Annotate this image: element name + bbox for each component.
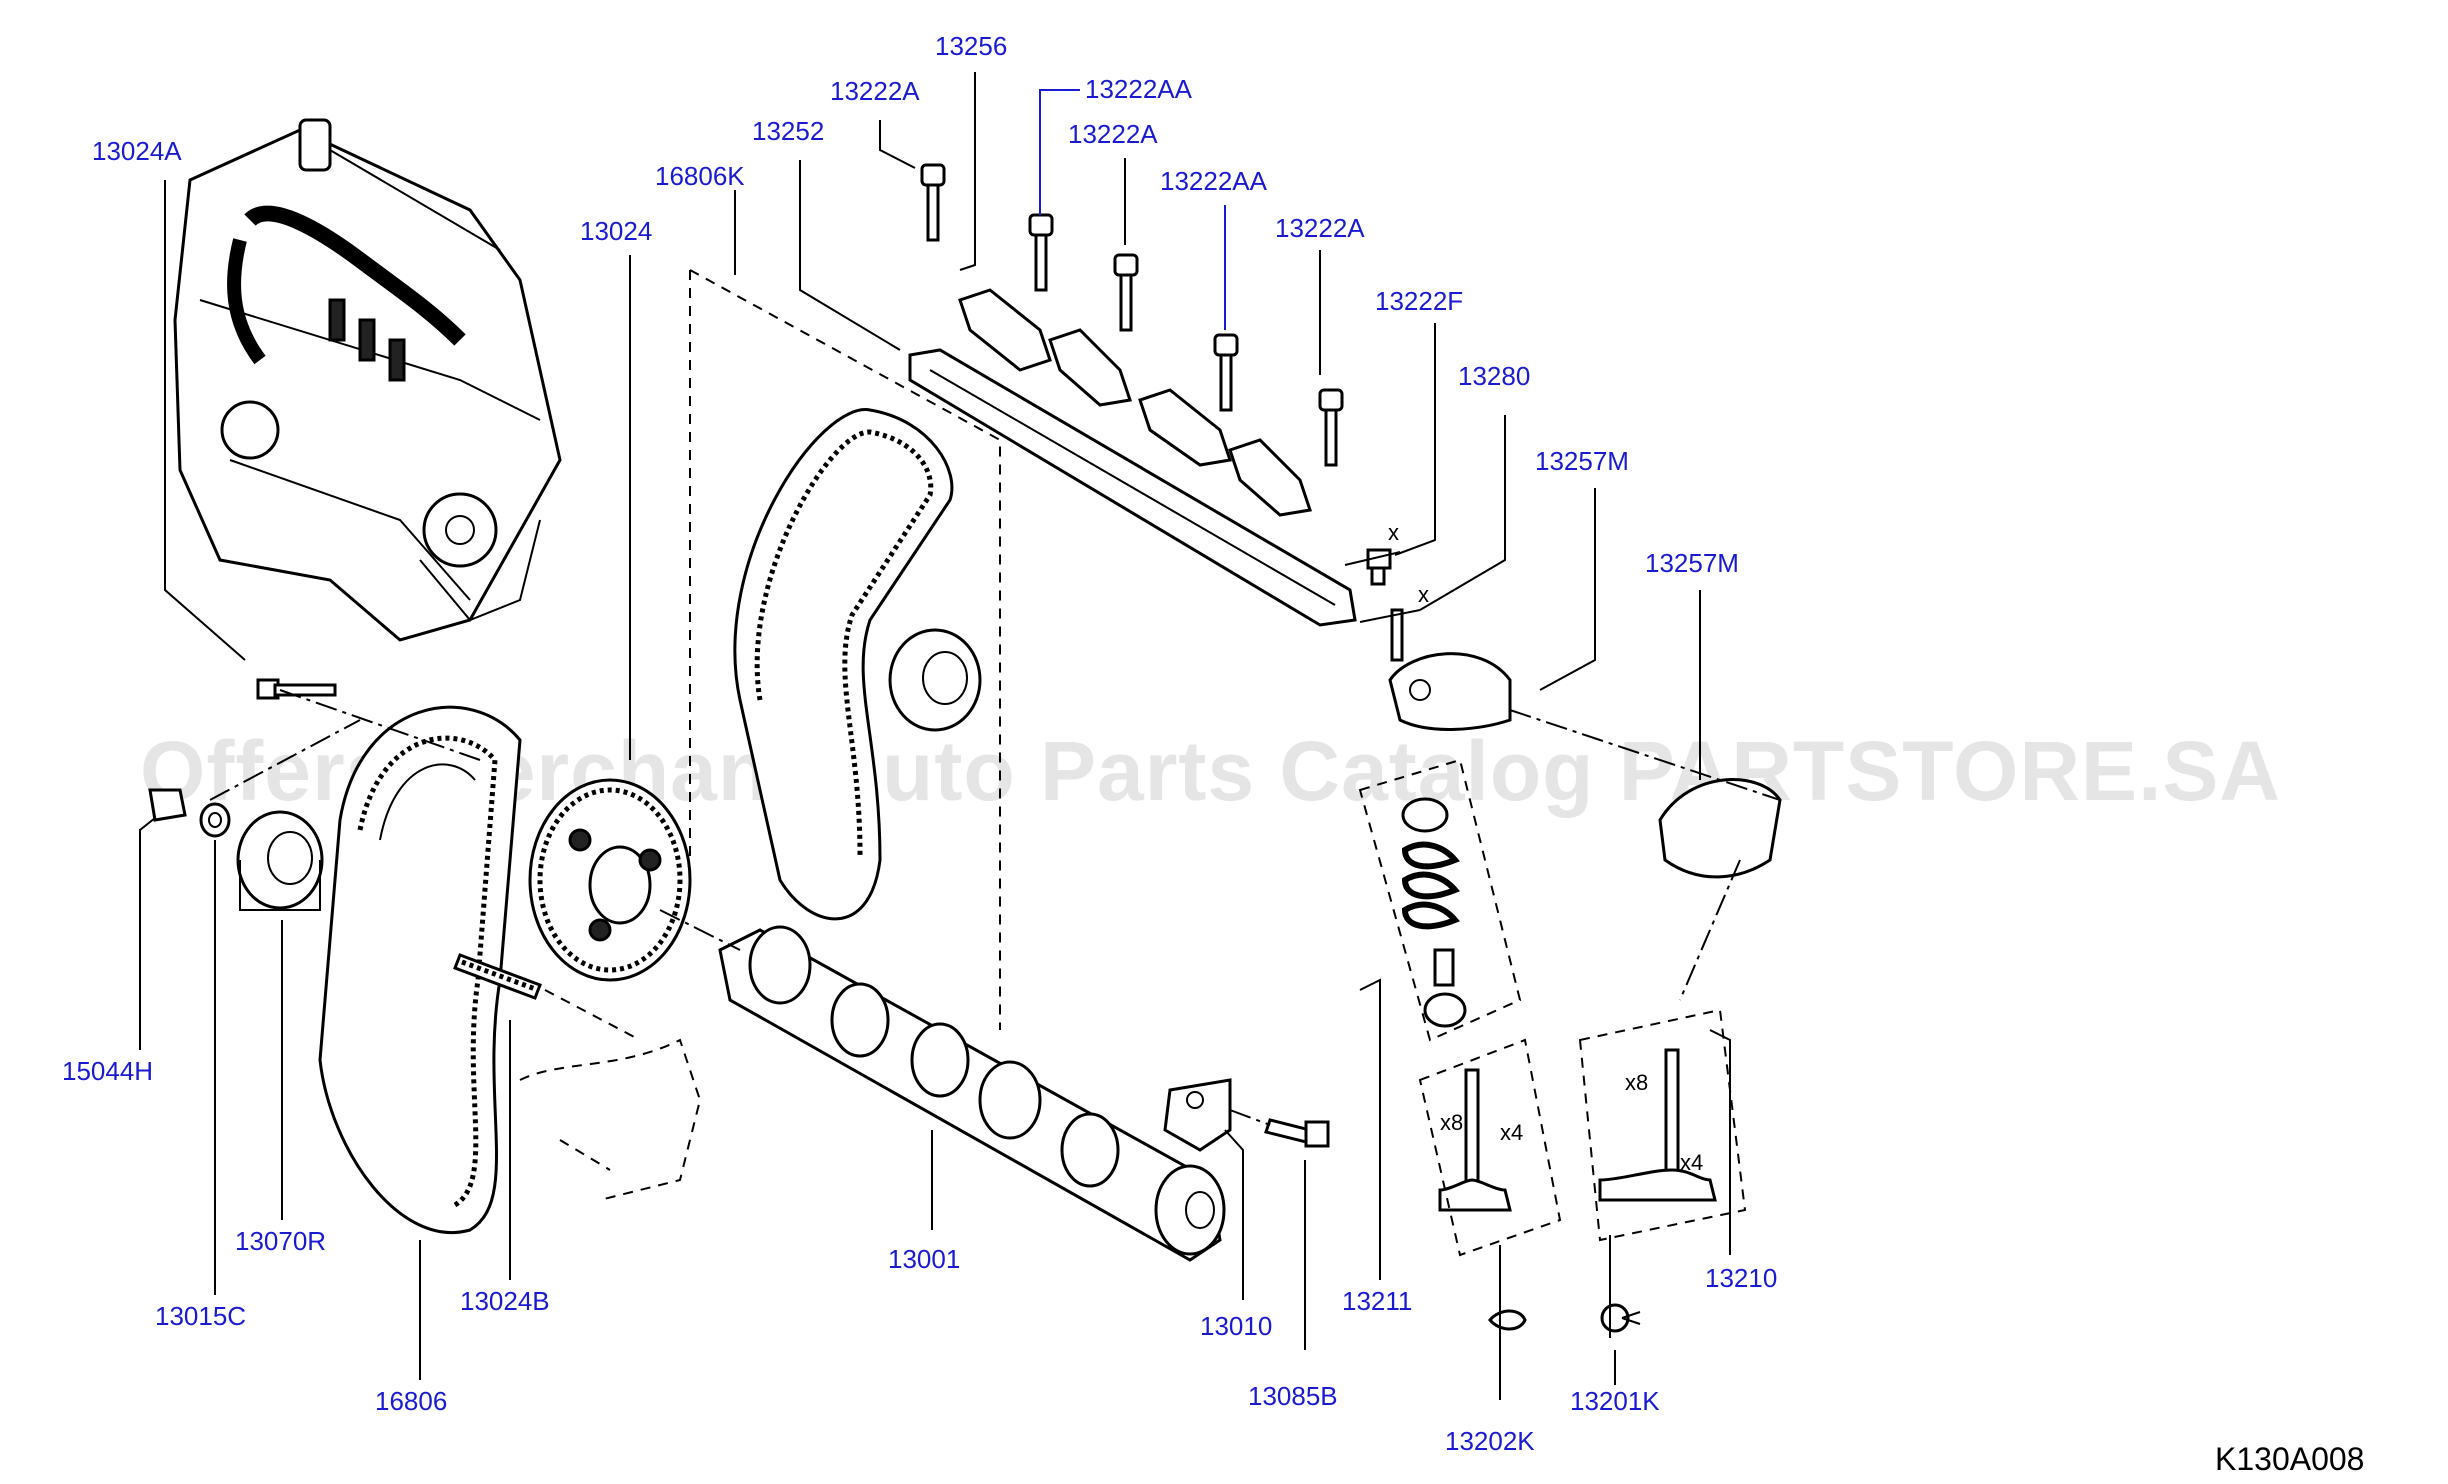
label-13024B[interactable]: 13024B bbox=[460, 1286, 550, 1316]
diagram-code: K130A008 bbox=[2215, 1441, 2364, 1477]
stud-13024B bbox=[453, 953, 542, 1000]
label-13222A-1[interactable]: 13222A bbox=[830, 76, 920, 106]
label-13257M-1[interactable]: 13257M bbox=[1535, 446, 1629, 476]
label-13257M-2[interactable]: 13257M bbox=[1645, 548, 1739, 578]
brackets-13256 bbox=[958, 288, 1312, 517]
engine-block-illustration bbox=[173, 118, 562, 642]
label-13070R[interactable]: 13070R bbox=[235, 1226, 326, 1256]
valve-seal-13202K bbox=[1488, 1309, 1527, 1331]
x-mark-2: x bbox=[1418, 582, 1429, 607]
label-16806[interactable]: 16806 bbox=[375, 1386, 447, 1416]
qty-x8-right: x8 bbox=[1625, 1070, 1648, 1095]
label-15044H[interactable]: 15044H bbox=[62, 1056, 153, 1086]
rocker-shaft-13252 bbox=[908, 348, 1357, 627]
idler-pulley-13070R bbox=[236, 810, 324, 911]
label-13015C[interactable]: 13015C bbox=[155, 1301, 246, 1331]
label-13222A-2[interactable]: 13222A bbox=[1068, 119, 1158, 149]
label-16806K[interactable]: 16806K bbox=[655, 161, 745, 191]
label-13222F[interactable]: 13222F bbox=[1375, 286, 1463, 316]
qty-x4-left: x4 bbox=[1500, 1120, 1523, 1145]
bolts-13222 bbox=[920, 163, 1344, 467]
label-13024[interactable]: 13024 bbox=[580, 216, 652, 246]
label-13085B[interactable]: 13085B bbox=[1248, 1381, 1338, 1411]
label-13280[interactable]: 13280 bbox=[1458, 361, 1530, 391]
label-13211[interactable]: 13211 bbox=[1342, 1286, 1412, 1316]
valve-seal-13201K bbox=[1600, 1303, 1641, 1333]
tensioner-pulley bbox=[888, 628, 982, 732]
bolt-13024A bbox=[256, 678, 337, 700]
washer-13015C bbox=[199, 802, 231, 838]
label-13202K[interactable]: 13202K bbox=[1445, 1426, 1535, 1456]
rocker-arm-13257M-1 bbox=[1388, 652, 1512, 731]
label-13201K[interactable]: 13201K bbox=[1570, 1386, 1660, 1416]
adjuster-screw-13280 bbox=[1390, 608, 1404, 662]
valve-right bbox=[1598, 1048, 1717, 1202]
label-13010[interactable]: 13010 bbox=[1200, 1311, 1272, 1341]
camshaft-sprocket-13024 bbox=[528, 778, 692, 982]
label-13024A[interactable]: 13024A bbox=[92, 136, 182, 166]
adjuster-nut-13222F bbox=[1366, 548, 1392, 586]
x-mark-1: x bbox=[1388, 520, 1399, 545]
label-13256[interactable]: 13256 bbox=[935, 31, 1007, 61]
valve-spring-stack-13211 bbox=[1401, 797, 1467, 1028]
label-13222AA-1[interactable]: 13222AA bbox=[1085, 74, 1193, 104]
label-13222A-3[interactable]: 13222A bbox=[1275, 213, 1365, 243]
nut-15044H bbox=[148, 788, 187, 822]
label-13210[interactable]: 13210 bbox=[1705, 1263, 1777, 1293]
thrust-plate-13010 bbox=[1163, 1078, 1232, 1152]
timing-belt-16806 bbox=[318, 705, 522, 1234]
bolt-13085B bbox=[1264, 1118, 1330, 1148]
valve-left bbox=[1438, 1068, 1512, 1212]
camshaft-13001 bbox=[718, 925, 1226, 1262]
timing-belt-16806K bbox=[733, 408, 954, 921]
qty-x4-right: x4 bbox=[1680, 1150, 1703, 1175]
label-13252[interactable]: 13252 bbox=[752, 116, 824, 146]
label-13001[interactable]: 13001 bbox=[888, 1244, 960, 1274]
label-13222AA-2[interactable]: 13222AA bbox=[1160, 166, 1268, 196]
qty-x8-left: x8 bbox=[1440, 1110, 1463, 1135]
